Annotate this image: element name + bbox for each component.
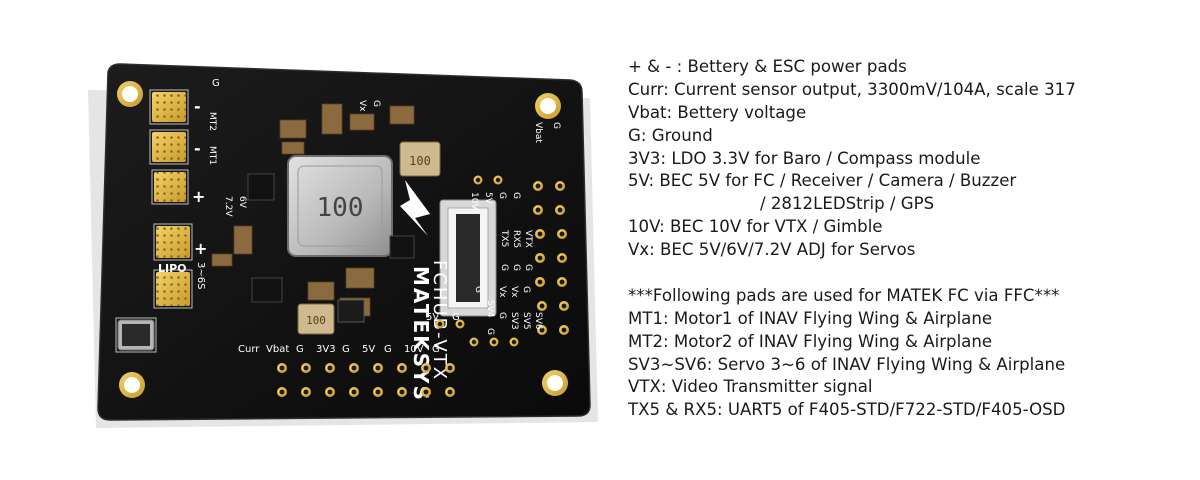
label-vx-r1: Vx bbox=[497, 286, 507, 298]
label-g-mid: G bbox=[452, 312, 460, 323]
spec-line-curr: Curr: Current sensor output, 3300mV/104A… bbox=[628, 79, 1076, 99]
label-g-b1: G bbox=[296, 344, 304, 355]
label-mt1: MT1 bbox=[207, 146, 217, 165]
label-vbat-right: Vbat bbox=[533, 122, 543, 143]
label-g-b2: G bbox=[342, 344, 350, 355]
spec-line-ground: G: Ground bbox=[628, 125, 713, 145]
label-6v: 6V bbox=[237, 196, 247, 209]
label-g-s2: G bbox=[521, 286, 531, 293]
tiny-inductor-marking: 100 bbox=[306, 314, 326, 327]
inductor-marking: 100 bbox=[317, 193, 364, 223]
spec-line-vbat: Vbat: Bettery voltage bbox=[628, 102, 807, 122]
label-g-10: G bbox=[497, 192, 507, 199]
ffc-line-mt1: MT1: Motor1 of INAV Flying Wing & Airpla… bbox=[628, 308, 993, 328]
spec-line-power-pads: + & - : Bettery & ESC power pads bbox=[628, 57, 907, 76]
label-vx-top: Vx bbox=[357, 100, 367, 112]
label-5v-b: 5V bbox=[362, 344, 375, 355]
mounting-holes bbox=[117, 81, 568, 398]
label-3-6s: 3~6S bbox=[195, 262, 206, 289]
power-inductor: 100 bbox=[287, 155, 393, 257]
label-10v: 10V bbox=[469, 192, 479, 210]
label-vx-r2: Vx bbox=[509, 286, 519, 298]
label-5v: 5V bbox=[483, 192, 493, 205]
label-g-right: G bbox=[551, 122, 561, 129]
label-curr: Curr bbox=[238, 344, 260, 355]
small-inductor-marking: 100 bbox=[409, 154, 431, 168]
label-g-b4: G bbox=[432, 344, 440, 355]
ffc-line-sv: SV3~SV6: Servo 3~6 of INAV Flying Wing &… bbox=[628, 354, 1066, 374]
label-10v-b: 10V bbox=[404, 344, 424, 355]
header-holes-middle bbox=[435, 319, 519, 347]
label-sv5: SV5 bbox=[521, 312, 531, 330]
label-lipo: LIPO bbox=[158, 262, 187, 275]
spec-line-5v: 5V: BEC 5V for FC / Receiver / Camera / … bbox=[628, 171, 1017, 191]
header-holes-bottom bbox=[277, 363, 455, 397]
label-3v3: 3V3 bbox=[316, 344, 336, 355]
label-g-s4: G bbox=[485, 328, 495, 335]
ffc-line-vtx: VTX: Video Transmitter signal bbox=[628, 377, 873, 397]
spec-line-10v: 10V: BEC 10V for VTX / Gimble bbox=[628, 217, 883, 237]
label-rx5: RX5 bbox=[511, 230, 521, 248]
header-holes-right bbox=[473, 175, 569, 335]
label-vbat: Vbat bbox=[266, 344, 289, 355]
ffc-line-mt2: MT2: Motor2 of INAV Flying Wing & Airpla… bbox=[628, 331, 993, 351]
label-g-5: G bbox=[511, 192, 521, 199]
label-plus-1: + bbox=[192, 187, 205, 206]
label-mt2: MT2 bbox=[207, 112, 217, 131]
label-sv6: SV6 bbox=[533, 312, 543, 330]
label-g-b3: G bbox=[384, 344, 392, 355]
spec-list: + & - : Bettery & ESC power pads Curr: C… bbox=[628, 56, 1188, 422]
matek-logo-icon bbox=[400, 180, 430, 236]
board-name: MATEKSYS bbox=[409, 266, 433, 402]
label-5v-mid: 5V bbox=[426, 312, 439, 323]
spec-line-5v-cont: / 2812LEDStrip / GPS bbox=[760, 194, 935, 214]
power-pads bbox=[152, 92, 190, 306]
ic-chips bbox=[247, 173, 415, 323]
label-g-vtx: G bbox=[523, 264, 533, 271]
label-g-top: G bbox=[212, 78, 220, 89]
label-g-s1: G bbox=[473, 286, 483, 293]
label-sv3: SV3 bbox=[509, 312, 519, 330]
label-tx5: TX5 bbox=[499, 229, 509, 247]
label-vtx: VTX bbox=[523, 230, 533, 248]
label-minus-2: - bbox=[194, 139, 201, 158]
ffc-connector bbox=[439, 199, 497, 317]
pcb-board-photo: 100 100 100 MATEKSYS FCHUB-VTX bbox=[88, 63, 598, 428]
ffc-heading: ***Following pads are used for MATEK FC … bbox=[628, 285, 1060, 305]
spec-line-vx: Vx: BEC 5V/6V/7.2V ADJ for Servos bbox=[628, 240, 916, 260]
label-7-2v: 7.2V bbox=[223, 196, 233, 217]
spec-gap bbox=[628, 262, 1188, 285]
label-minus-1: - bbox=[194, 97, 201, 116]
label-g-tx: G bbox=[499, 264, 509, 271]
silkscreen-labels: G MT2 MT1 - - + + LIPO 3~6S 7.2V 6V Vx G… bbox=[158, 78, 561, 355]
label-g-rx: G bbox=[511, 264, 521, 271]
label-plus-2: + bbox=[194, 239, 207, 258]
silkscreen-outlines bbox=[115, 89, 193, 353]
ffc-line-uart5: TX5 & RX5: UART5 of F405-STD/F722-STD/F4… bbox=[628, 400, 1066, 420]
label-g-s3: G bbox=[497, 312, 507, 319]
label-sv4: SV4 bbox=[485, 300, 495, 318]
spec-line-3v3: 3V3: LDO 3.3V for Baro / Compass module bbox=[628, 148, 981, 168]
label-g-vx-top: G bbox=[371, 100, 381, 107]
